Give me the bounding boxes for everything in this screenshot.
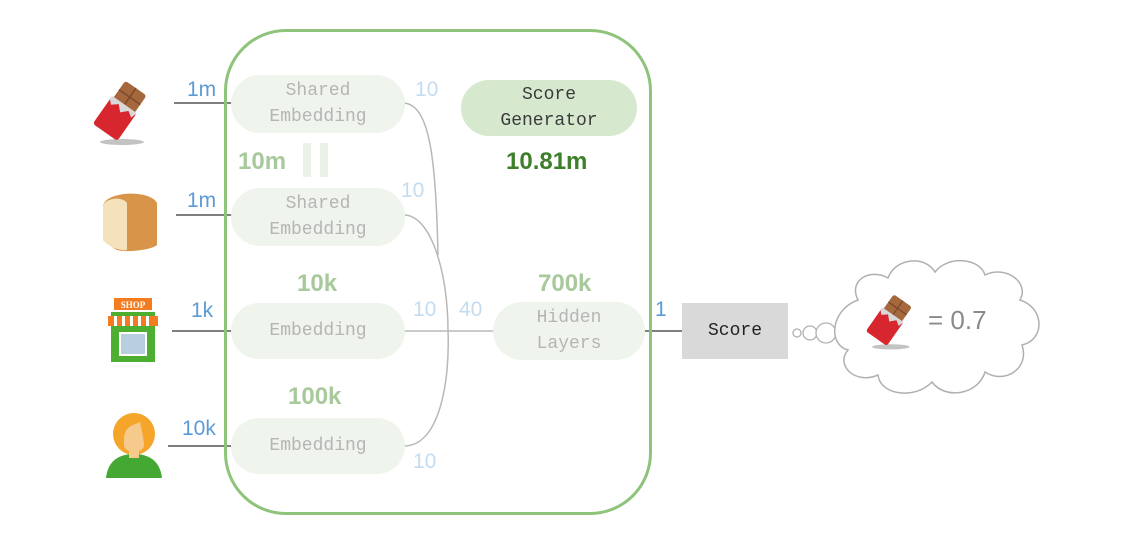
shared-embedding-1[interactable]: Shared Embedding: [231, 75, 405, 133]
edge-curve-1: [403, 102, 439, 256]
input-vocab-bread: 1m: [187, 189, 217, 212]
shared-marker-bar-left: [303, 143, 311, 177]
bread-icon: [95, 185, 165, 255]
shop-icon: SHOP: [108, 298, 158, 364]
hidden-layers[interactable]: Hidden Layers: [493, 302, 645, 360]
thought-cloud: [834, 259, 1040, 394]
shared-embedding-1-line2: Embedding: [269, 107, 367, 127]
input-vocab-user: 10k: [182, 417, 216, 440]
embedding-shop[interactable]: Embedding: [231, 303, 405, 359]
thought-bubble-small: [792, 328, 802, 338]
edge-curve-2: [403, 214, 449, 332]
params-embedding-user: 100k: [288, 383, 342, 410]
shared-embedding-1-line1: Shared: [285, 81, 351, 101]
score-output[interactable]: Score: [682, 303, 788, 359]
embedding-user-label: Embedding: [269, 436, 367, 456]
embedding-shop-label: Embedding: [269, 321, 367, 341]
thought-result: = 0.7: [928, 305, 987, 335]
edge-dim-4: 10: [413, 450, 437, 473]
user-icon: [106, 412, 162, 480]
params-hidden-layers: 700k: [538, 270, 592, 297]
score-generator-line1: Score: [521, 85, 576, 105]
shared-embedding-2[interactable]: Shared Embedding: [231, 188, 405, 246]
thought-bubble-medium: [802, 325, 818, 341]
params-embedding-shop: 10k: [297, 270, 338, 297]
embedding-user[interactable]: Embedding: [231, 418, 405, 474]
thought-chocolate-bar-icon: [860, 292, 920, 352]
thought-bubble-large: [815, 322, 837, 344]
score-generator-label: Score Generator: [461, 80, 637, 136]
hidden-input-dim: 40: [459, 298, 483, 321]
shared-embedding-2-line2: Embedding: [269, 220, 367, 240]
input-vocab-chocolate: 1m: [187, 78, 217, 101]
edge-dim-1: 10: [415, 78, 439, 101]
shared-marker-bar-right: [320, 143, 328, 177]
edge-dim-2: 10: [401, 179, 425, 202]
edge-curve-4: [403, 330, 449, 447]
hidden-layers-line2: Layers: [536, 334, 602, 354]
input-vocab-shop: 1k: [191, 299, 214, 322]
score-generator-container: [224, 29, 652, 515]
score-generator-line2: Generator: [500, 111, 598, 131]
edge-dim-3: 10: [413, 298, 437, 321]
params-score-generator: 10.81m: [506, 148, 588, 175]
hidden-output-dim: 1: [655, 298, 667, 321]
shop-sign-text: SHOP: [121, 300, 146, 310]
params-shared-embedding: 10m: [238, 148, 287, 175]
hidden-layers-line1: Hidden: [536, 308, 602, 328]
shared-embedding-2-line1: Shared: [285, 194, 351, 214]
chocolate-bar-icon: [86, 78, 156, 148]
